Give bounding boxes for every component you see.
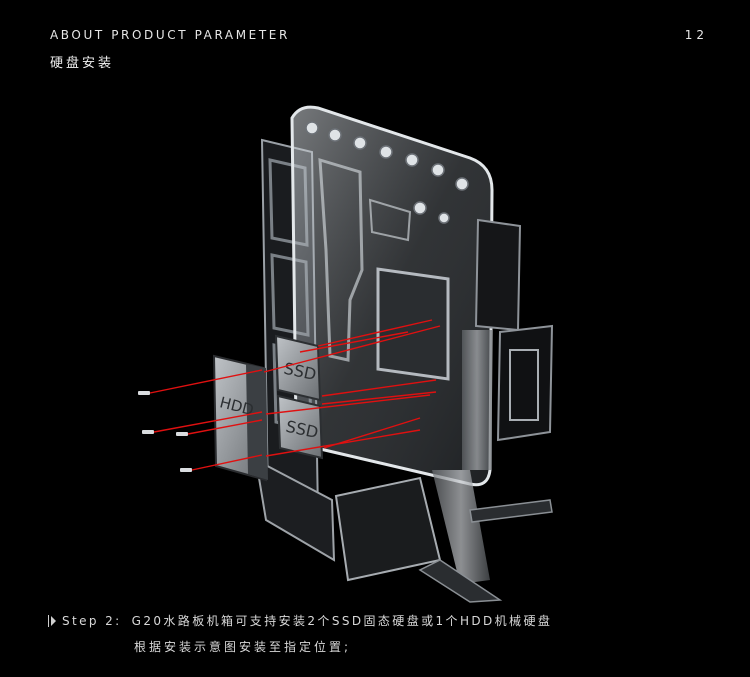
acrylic-water-plate bbox=[290, 105, 494, 487]
caption-text-1: G20水路板机箱可支持安装2个SSD固态硬盘或1个HDD机械硬盘 bbox=[131, 614, 553, 628]
page-number: 12 bbox=[684, 28, 708, 42]
mounting-screws bbox=[138, 391, 192, 472]
caption-bar-mark bbox=[48, 614, 49, 627]
case-stand bbox=[254, 458, 553, 603]
header-title-en: ABOUT PRODUCT PARAMETER bbox=[50, 28, 290, 42]
hdd-drive: HDD bbox=[212, 354, 268, 482]
installation-guide-lines bbox=[149, 319, 441, 471]
caption-arrow-icon bbox=[51, 615, 56, 626]
step-label: Step 2: bbox=[62, 613, 122, 628]
ssd-drive-top: SSD bbox=[274, 334, 322, 402]
ssd-drive-bottom: SSD bbox=[276, 394, 324, 460]
header-title-cn: 硬盘安装 bbox=[50, 56, 115, 71]
caption-line-1: Step 2: G20水路板机箱可支持安装2个SSD固态硬盘或1个HDD机械硬盘 bbox=[48, 612, 552, 629]
caption-line-2: 根据安装示意图安装至指定位置; bbox=[134, 640, 352, 654]
rear-io-bracket bbox=[462, 218, 554, 470]
